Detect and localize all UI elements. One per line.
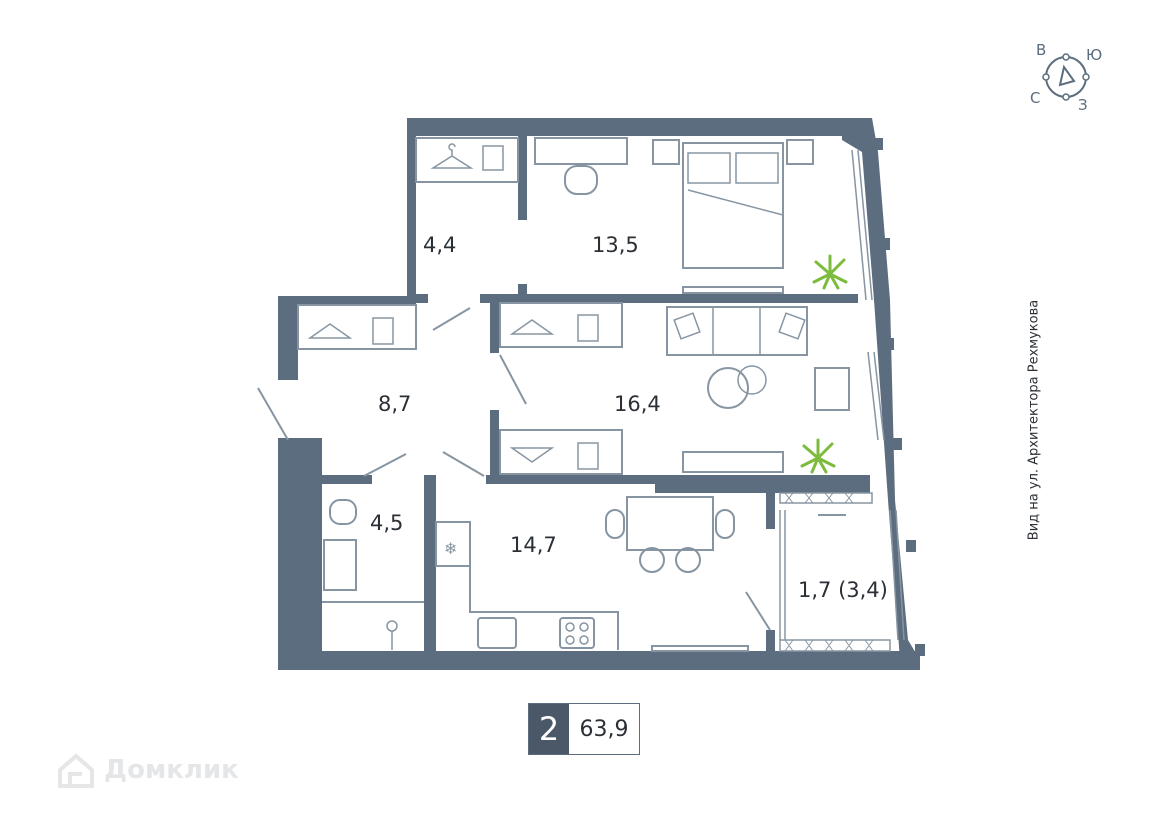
tv-stand [682,451,784,473]
plant-icon [800,438,836,474]
compass-west: С [1030,89,1040,107]
shirt-icon [372,317,394,345]
shirt-icon [482,145,504,171]
snowflake-icon: ❄ [444,539,457,558]
house-icon [58,753,94,788]
apartment-summary: 2 63,9 [528,703,640,755]
room-area-dressing: 4,4 [423,233,456,257]
plant-icon [812,254,848,290]
basin [323,539,357,591]
room-area-kitchen: 14,7 [510,533,557,557]
compass-south: З [1078,96,1088,114]
room-area-hall: 8,7 [378,392,411,416]
view-label: Вид на ул. Архитектора Рехмукова [1026,299,1042,541]
balcony-rail [779,492,891,652]
exterior-walls [278,118,925,670]
doors [257,307,786,640]
toilet [329,499,357,525]
room-area-living: 16,4 [614,392,661,416]
bed [682,142,784,269]
rooms-count: 2 [529,704,569,754]
furniture: ❄ [297,137,850,652]
interior-walls [322,136,870,660]
hanger-icon [307,323,353,339]
hanger-icon [509,447,555,463]
plants [800,254,848,474]
room-area-bedroom: 13,5 [592,233,639,257]
compass-arrow-icon [1058,64,1076,87]
stove [559,617,595,649]
room-area-bathroom: 4,5 [370,511,403,535]
sofa [666,306,808,356]
compass: В Ю З С [1030,41,1102,114]
windows [851,149,905,641]
compass-east: Ю [1086,46,1102,64]
shirt-icon [577,442,599,470]
watermark: Домклик [56,750,239,790]
fridge [435,521,471,567]
sink [477,617,517,649]
compass-north: В [1036,41,1046,59]
shirt-icon [577,314,599,342]
watermark-text: Домклик [104,755,239,785]
dining-table [626,496,714,551]
hanger-icon [509,319,555,335]
room-area-balcony: 1,7 (3,4) [798,578,888,602]
hanger-icon [430,143,474,169]
armchair [814,367,850,411]
total-area: 63,9 [579,716,629,742]
